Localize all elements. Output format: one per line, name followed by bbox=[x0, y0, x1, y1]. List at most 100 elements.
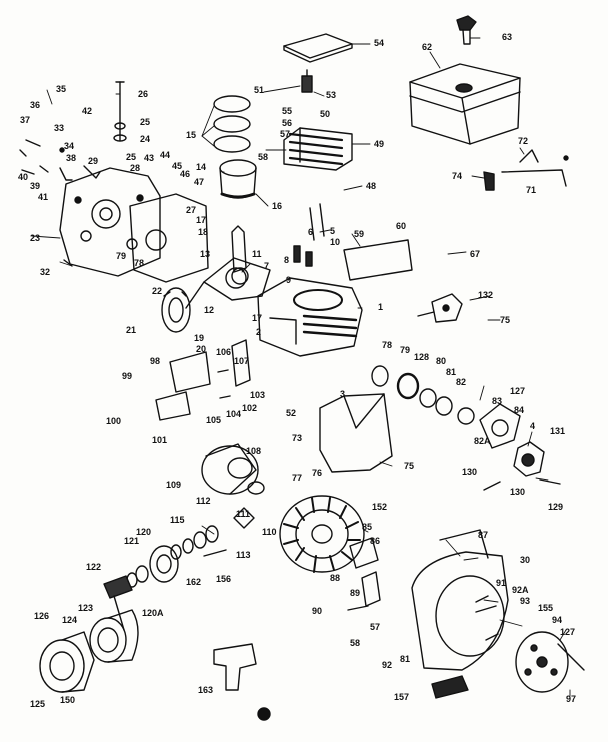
part-label-13: 13 bbox=[200, 249, 211, 259]
part-label-3: 3 bbox=[340, 389, 346, 399]
misc-bracket-drawing bbox=[213, 643, 257, 691]
part-label-120: 120 bbox=[136, 527, 152, 537]
starter-clutch-drawing bbox=[201, 443, 259, 495]
cylinder-block-drawing bbox=[257, 277, 363, 357]
air-intake-drawing bbox=[479, 403, 561, 491]
part-label-17b: 17 bbox=[252, 313, 263, 323]
part-label-101: 101 bbox=[152, 435, 168, 445]
part-label-67: 67 bbox=[470, 249, 481, 259]
part-label-89: 89 bbox=[350, 588, 361, 598]
part-label-55: 55 bbox=[282, 106, 293, 116]
part-label-113: 113 bbox=[236, 550, 251, 560]
part-label-21: 21 bbox=[126, 325, 137, 335]
part-label-76: 76 bbox=[312, 468, 323, 478]
part-label-123: 123 bbox=[78, 603, 94, 613]
part-label-27: 27 bbox=[186, 205, 197, 215]
part-label-5: 5 bbox=[330, 226, 336, 236]
linkage-parts-drawing bbox=[19, 139, 101, 267]
part-label-155: 155 bbox=[538, 603, 554, 613]
part-label-41: 41 bbox=[38, 192, 49, 202]
part-label-112: 112 bbox=[196, 496, 211, 506]
part-label-40: 40 bbox=[18, 172, 29, 182]
tank-bracket-drawing bbox=[483, 149, 569, 191]
part-label-23: 23 bbox=[30, 233, 41, 243]
oil-dipstick-drawing bbox=[113, 81, 127, 142]
part-label-122: 122 bbox=[86, 562, 102, 572]
fuel-tank-drawing bbox=[409, 63, 521, 145]
air-cleaner-cover-drawing bbox=[39, 631, 95, 693]
part-label-124: 124 bbox=[62, 615, 78, 625]
part-label-16: 16 bbox=[272, 201, 283, 211]
part-label-75: 75 bbox=[500, 315, 511, 325]
part-label-38: 38 bbox=[66, 153, 77, 163]
part-label-103: 103 bbox=[250, 390, 266, 400]
part-label-45: 45 bbox=[172, 161, 183, 171]
part-label-47: 47 bbox=[194, 177, 205, 187]
part-label-43: 43 bbox=[144, 153, 155, 163]
ignition-coil-drawing bbox=[349, 537, 379, 569]
part-label-79b: 79 bbox=[400, 345, 411, 355]
part-label-30: 30 bbox=[520, 555, 531, 565]
part-label-107: 107 bbox=[234, 356, 250, 366]
washer-drawing bbox=[247, 481, 265, 495]
part-label-58: 58 bbox=[258, 152, 269, 162]
part-label-105: 105 bbox=[206, 415, 222, 425]
part-label-7: 7 bbox=[264, 261, 270, 271]
part-label-57b: 57 bbox=[370, 622, 381, 632]
part-label-71: 71 bbox=[526, 185, 537, 195]
governor-gear-drawing bbox=[161, 287, 191, 333]
part-label-39: 39 bbox=[30, 181, 41, 191]
part-label-53: 53 bbox=[326, 90, 337, 100]
part-label-9: 9 bbox=[286, 275, 292, 285]
starter-pulley-right-drawing bbox=[515, 631, 585, 693]
crankshaft-drawing bbox=[185, 257, 271, 309]
head-cover-drawing bbox=[283, 33, 353, 63]
part-label-44: 44 bbox=[160, 150, 171, 160]
part-label-19: 19 bbox=[194, 333, 205, 343]
part-label-34: 34 bbox=[64, 141, 75, 151]
piston-rings-drawing bbox=[213, 95, 251, 153]
part-label-46: 46 bbox=[180, 169, 191, 179]
part-label-132: 132 bbox=[478, 290, 494, 300]
part-label-94: 94 bbox=[552, 615, 563, 625]
ignition-parts-drawing bbox=[217, 339, 251, 399]
part-label-37: 37 bbox=[20, 115, 31, 125]
part-label-63: 63 bbox=[502, 32, 513, 42]
part-label-57: 57 bbox=[280, 129, 291, 139]
part-label-109: 109 bbox=[166, 480, 182, 490]
part-label-25b: 25 bbox=[126, 152, 137, 162]
part-label-11: 11 bbox=[252, 249, 262, 259]
shroud-small-drawing bbox=[155, 351, 211, 421]
part-label-150: 150 bbox=[60, 695, 76, 705]
part-label-100: 100 bbox=[106, 416, 122, 426]
part-label-99: 99 bbox=[122, 371, 133, 381]
part-label-98: 98 bbox=[150, 356, 161, 366]
part-label-24: 24 bbox=[140, 134, 151, 144]
part-label-35: 35 bbox=[56, 84, 67, 94]
part-label-12: 12 bbox=[204, 305, 215, 315]
part-label-111: 111 bbox=[236, 509, 251, 519]
crankcase-cover-drawing bbox=[59, 167, 161, 277]
part-label-97: 97 bbox=[566, 694, 577, 704]
part-label-10: 10 bbox=[330, 237, 341, 247]
spark-plug-drawing bbox=[301, 69, 313, 93]
part-label-59: 59 bbox=[354, 229, 365, 239]
valve-cover-plate-drawing bbox=[343, 239, 413, 281]
part-label-90: 90 bbox=[312, 606, 323, 616]
part-label-92A: 92A bbox=[512, 585, 529, 595]
part-label-22: 22 bbox=[152, 286, 163, 296]
part-label-156: 156 bbox=[216, 574, 232, 584]
part-label-83: 83 bbox=[492, 396, 503, 406]
part-label-62: 62 bbox=[422, 42, 433, 52]
part-label-29: 29 bbox=[88, 156, 99, 166]
part-label-127: 127 bbox=[510, 386, 526, 396]
part-label-82A: 82A bbox=[474, 436, 491, 446]
part-label-42: 42 bbox=[82, 106, 93, 116]
part-label-25: 25 bbox=[140, 117, 151, 127]
part-label-2: 2 bbox=[256, 327, 262, 337]
part-label-82: 82 bbox=[456, 377, 467, 387]
part-label-88: 88 bbox=[330, 573, 341, 583]
part-label-28: 28 bbox=[130, 163, 141, 173]
part-label-72: 72 bbox=[518, 136, 529, 146]
